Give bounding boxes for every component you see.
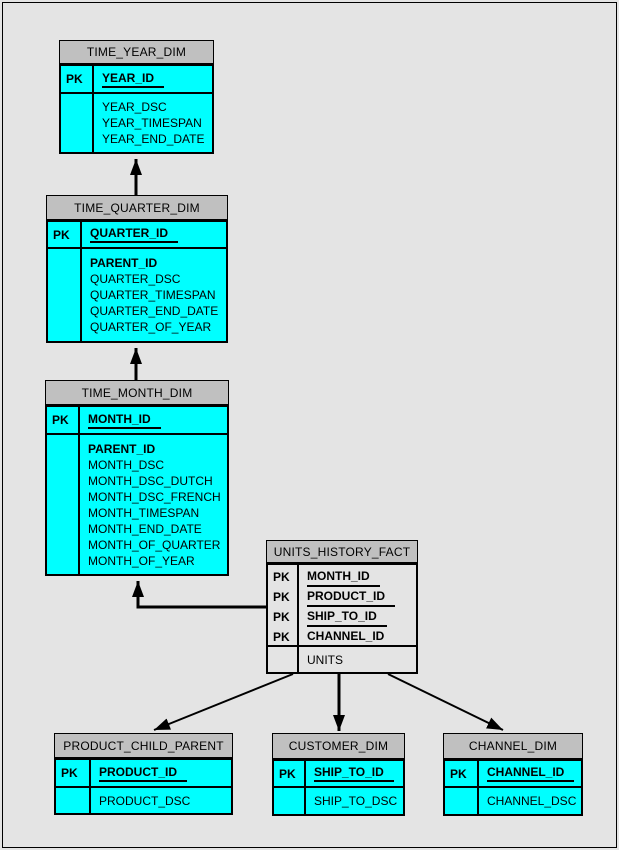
table-customer-dim[interactable]: CUSTOMER_DIM PK SHIP_TO_ID SHIP_TO_DSC <box>272 733 405 816</box>
pk-field-channel-id[interactable]: CHANNEL_ID <box>307 627 395 647</box>
field-month-end-date[interactable]: MONTH_END_DATE <box>88 521 202 536</box>
pk-label: PK <box>450 766 467 781</box>
field-month-dsc[interactable]: MONTH_DSC <box>88 457 165 472</box>
field-parent-id[interactable]: PARENT_ID <box>90 256 158 270</box>
field-product-dsc[interactable]: PRODUCT_DSC <box>99 793 191 808</box>
pk-label: PK <box>52 413 69 427</box>
table-title[interactable]: UNITS_HISTORY_FACT <box>266 540 418 563</box>
table-units-history-fact[interactable]: UNITS_HISTORY_FACT PK PK PK PK MONTH_ID … <box>266 540 418 674</box>
table-time-year-dim[interactable]: TIME_YEAR_DIM PK YEAR_ID YEAR_DSC YEAR_T… <box>59 40 214 154</box>
pk-field-ship-to-id[interactable]: SHIP_TO_ID <box>307 607 387 627</box>
field-year-dsc[interactable]: YEAR_DSC <box>102 100 167 114</box>
field-quarter-end-date[interactable]: QUARTER_END_DATE <box>90 304 219 318</box>
table-title[interactable]: TIME_YEAR_DIM <box>59 40 214 64</box>
field-month-timespan[interactable]: MONTH_TIMESPAN <box>88 505 200 520</box>
table-time-month-dim[interactable]: TIME_MONTH_DIM PK MONTH_ID PARENT_ID MON… <box>45 380 229 576</box>
field-parent-id[interactable]: PARENT_ID <box>88 441 156 456</box>
pk-label: PK <box>61 766 78 780</box>
field-units[interactable]: UNITS <box>307 652 343 667</box>
table-title[interactable]: TIME_QUARTER_DIM <box>46 195 228 220</box>
table-channel-dim[interactable]: CHANNEL_DIM PK CHANNEL_ID CHANNEL_DSC <box>443 733 583 816</box>
pk-field-product-id[interactable]: PRODUCT_ID <box>307 587 396 607</box>
field-quarter-of-year[interactable]: QUARTER_OF_YEAR <box>90 320 212 334</box>
pk-label: PK <box>273 610 290 624</box>
table-title[interactable]: PRODUCT_CHILD_PARENT <box>54 733 233 758</box>
pk-field-ship-to-id[interactable]: SHIP_TO_ID <box>314 765 394 782</box>
table-title[interactable]: CHANNEL_DIM <box>443 733 583 759</box>
pk-field-product-id[interactable]: PRODUCT_ID <box>99 765 188 782</box>
pk-field-quarter-id[interactable]: QUARTER_ID <box>90 226 179 243</box>
table-title[interactable]: TIME_MONTH_DIM <box>45 380 229 405</box>
pk-label: PK <box>273 590 290 604</box>
pk-field-month-id[interactable]: MONTH_ID <box>88 412 161 429</box>
pk-field-month-id[interactable]: MONTH_ID <box>307 567 380 587</box>
pk-label: PK <box>53 227 70 242</box>
field-year-end-date[interactable]: YEAR_END_DATE <box>102 132 205 146</box>
field-month-dsc-french[interactable]: MONTH_DSC_FRENCH <box>88 489 221 504</box>
pk-label: PK <box>273 570 290 584</box>
table-title[interactable]: CUSTOMER_DIM <box>272 733 405 759</box>
table-product-child-parent[interactable]: PRODUCT_CHILD_PARENT PK PRODUCT_ID PRODU… <box>54 733 233 815</box>
field-quarter-dsc[interactable]: QUARTER_DSC <box>90 272 181 286</box>
pk-field-channel-id[interactable]: CHANNEL_ID <box>487 765 575 782</box>
table-time-quarter-dim[interactable]: TIME_QUARTER_DIM PK QUARTER_ID PARENT_ID… <box>46 195 228 343</box>
field-year-timespan[interactable]: YEAR_TIMESPAN <box>102 116 202 130</box>
field-ship-to-dsc[interactable]: SHIP_TO_DSC <box>314 794 398 808</box>
field-month-of-quarter[interactable]: MONTH_OF_QUARTER <box>88 537 221 552</box>
pk-field-year-id[interactable]: YEAR_ID <box>102 71 165 88</box>
pk-label: PK <box>273 630 290 644</box>
pk-label: PK <box>279 766 296 781</box>
field-quarter-timespan[interactable]: QUARTER_TIMESPAN <box>90 288 216 302</box>
field-channel-dsc[interactable]: CHANNEL_DSC <box>487 794 577 808</box>
field-month-of-year[interactable]: MONTH_OF_YEAR <box>88 553 195 568</box>
pk-label: PK <box>66 72 83 86</box>
field-month-dsc-dutch[interactable]: MONTH_DSC_DUTCH <box>88 473 213 488</box>
